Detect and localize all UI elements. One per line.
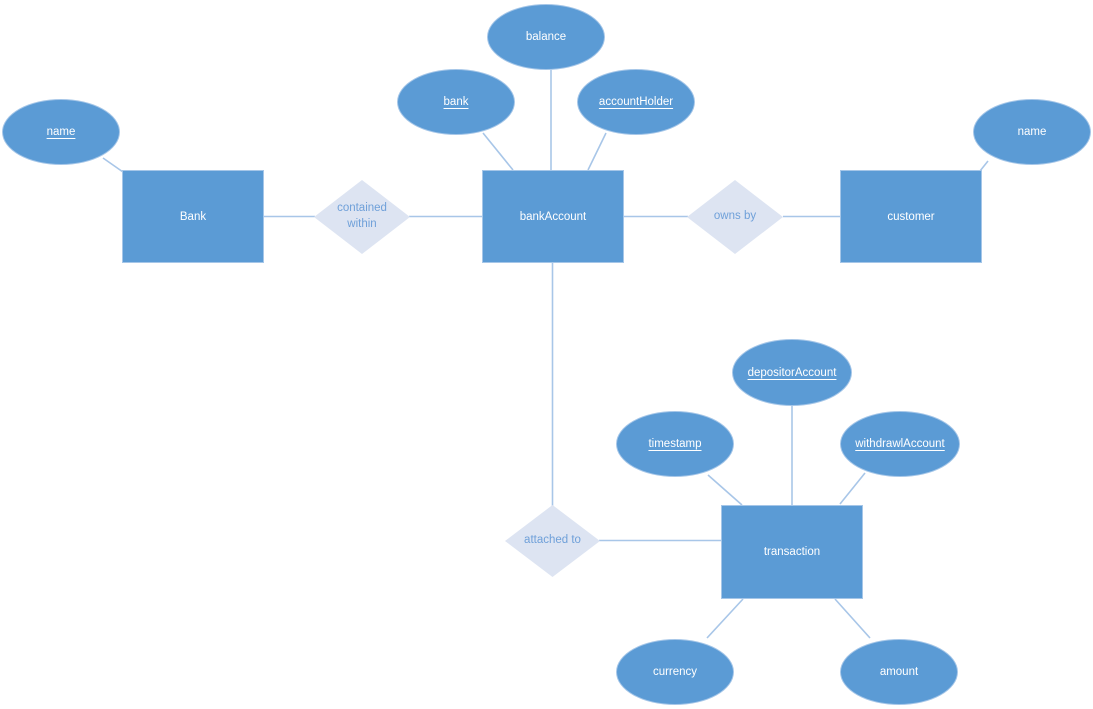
connector-timestamp-to-transaction bbox=[707, 474, 743, 506]
attribute-label: amount bbox=[879, 666, 919, 678]
attribute-label: currency bbox=[652, 666, 698, 678]
entity-label: transaction bbox=[763, 546, 821, 558]
attribute-withdrawl-account[interactable]: withdrawlAccount bbox=[840, 411, 960, 477]
entity-bank-account[interactable]: bankAccount bbox=[482, 170, 624, 263]
entity-transaction[interactable]: transaction bbox=[721, 505, 863, 599]
attribute-balance[interactable]: balance bbox=[487, 4, 605, 70]
relationship-label: owns by bbox=[713, 210, 757, 223]
attribute-label: name bbox=[1017, 126, 1047, 138]
connector-name-to-customer bbox=[979, 160, 989, 172]
attribute-depositor-account[interactable]: depositorAccount bbox=[732, 339, 852, 406]
connector-transaction-to-currency bbox=[706, 598, 744, 639]
attribute-account-holder[interactable]: accountHolder bbox=[577, 69, 695, 135]
connector-transaction-to-amount bbox=[834, 598, 871, 639]
entity-label: bankAccount bbox=[519, 210, 587, 223]
attribute-label: bank bbox=[443, 96, 469, 108]
connector-account-holder-to-bank-account bbox=[587, 132, 607, 171]
attribute-timestamp[interactable]: timestamp bbox=[616, 411, 734, 477]
relationship-label: contained within bbox=[337, 202, 387, 230]
attribute-name-customer[interactable]: name bbox=[973, 99, 1091, 165]
attribute-label: withdrawlAccount bbox=[855, 438, 945, 450]
attribute-name-bank[interactable]: name bbox=[2, 99, 120, 165]
attribute-bank[interactable]: bank bbox=[397, 69, 515, 135]
attribute-currency[interactable]: currency bbox=[616, 639, 734, 705]
relationship-label: attached to bbox=[524, 534, 581, 547]
entity-bank[interactable]: Bank bbox=[122, 170, 264, 263]
attribute-label: balance bbox=[525, 31, 567, 43]
attribute-label: depositorAccount bbox=[747, 366, 837, 379]
entity-label: Bank bbox=[179, 210, 207, 223]
attribute-label: timestamp bbox=[648, 438, 702, 450]
connector-name-to-bank bbox=[102, 157, 124, 173]
entity-label: customer bbox=[887, 210, 935, 223]
attribute-amount[interactable]: amount bbox=[840, 639, 958, 705]
connector-withdrawl-account-to-transaction bbox=[839, 472, 866, 505]
entity-customer[interactable]: customer bbox=[840, 170, 982, 263]
connector-bank-attr-to-bank-account bbox=[482, 132, 514, 171]
attribute-label: name bbox=[46, 126, 76, 138]
attribute-label: accountHolder bbox=[598, 96, 674, 108]
